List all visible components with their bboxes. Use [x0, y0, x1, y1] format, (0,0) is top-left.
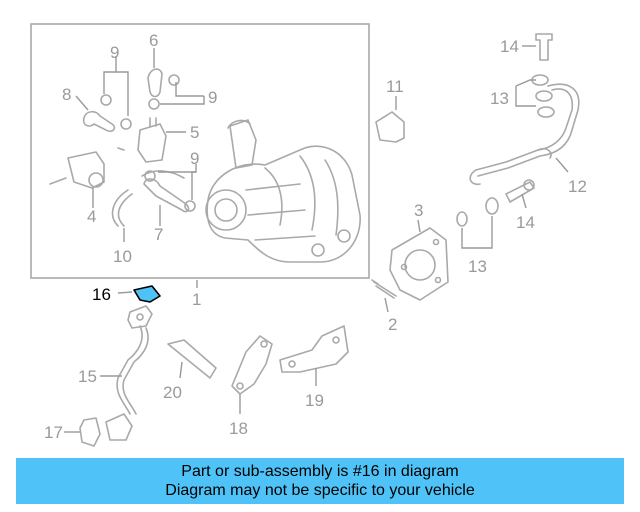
- washer-part-17: [79, 417, 101, 447]
- callout-labels: 1 2 3 4 5 6 7 8 9 9 9 10 11 12 13 13 14 …: [44, 31, 587, 442]
- hose-part-7: [143, 178, 190, 213]
- callout-9b: 9: [208, 88, 217, 107]
- shield-part-18: [231, 335, 273, 395]
- callout-3: 3: [414, 201, 423, 220]
- callout-14a: 14: [500, 37, 519, 56]
- callout-2: 2: [388, 315, 397, 334]
- callout-16: 16: [92, 285, 111, 304]
- callout-8: 8: [62, 85, 71, 104]
- bolts-part-14: [505, 33, 553, 203]
- hose-part-6: [147, 68, 163, 98]
- callout-20: 20: [163, 383, 182, 402]
- callout-19: 19: [305, 391, 324, 410]
- callout-7: 7: [154, 225, 163, 244]
- callout-5: 5: [190, 123, 199, 142]
- oil-pipe-part-15: [105, 305, 153, 441]
- hose-part-10: [111, 189, 133, 227]
- callout-6: 6: [149, 31, 158, 50]
- banner-line-part: Part or sub-assembly is #16 in diagram: [181, 463, 459, 480]
- callout-18: 18: [229, 419, 248, 438]
- turbo-assembly-frame: [30, 23, 370, 279]
- oil-line-part-12: [469, 83, 580, 186]
- callout-13b: 13: [468, 257, 487, 276]
- callout-9c: 9: [190, 149, 199, 168]
- clamps-part-9: [100, 74, 196, 212]
- callout-10: 10: [113, 247, 132, 266]
- callout-15: 15: [78, 367, 97, 386]
- leader-lines: [64, 45, 569, 433]
- callout-13a: 13: [490, 89, 509, 108]
- seals-part-13: [456, 74, 555, 227]
- shield-part-20: [167, 339, 217, 379]
- valve-part-5: [117, 117, 167, 163]
- banner-line-disclaimer: Diagram may not be specific to your vehi…: [165, 482, 475, 499]
- highlighted-gasket-part-16: [133, 285, 161, 303]
- callout-11: 11: [386, 77, 404, 96]
- callout-1: 1: [192, 290, 201, 309]
- stud-part: [371, 279, 397, 299]
- parts-diagram: 1 2 3 4 5 6 7 8 9 9 9 10 11 12 13 13 14 …: [30, 23, 587, 447]
- callout-17: 17: [44, 423, 63, 442]
- gasket-part: [389, 227, 449, 301]
- valve-part-4: [49, 151, 105, 189]
- turbocharger-part: [205, 119, 361, 263]
- callout-12: 12: [568, 177, 587, 196]
- callout-4: 4: [87, 207, 96, 226]
- callout-14b: 14: [516, 213, 535, 232]
- bracket-part-11: [375, 111, 405, 143]
- shield-hole-18b: [236, 382, 244, 390]
- hose-part-8: [82, 110, 116, 133]
- info-banner: Part or sub-assembly is #16 in diagram D…: [16, 458, 624, 504]
- callout-9a: 9: [110, 43, 119, 62]
- shield-hole-18a: [260, 340, 268, 348]
- bracket-part-19: [279, 325, 349, 373]
